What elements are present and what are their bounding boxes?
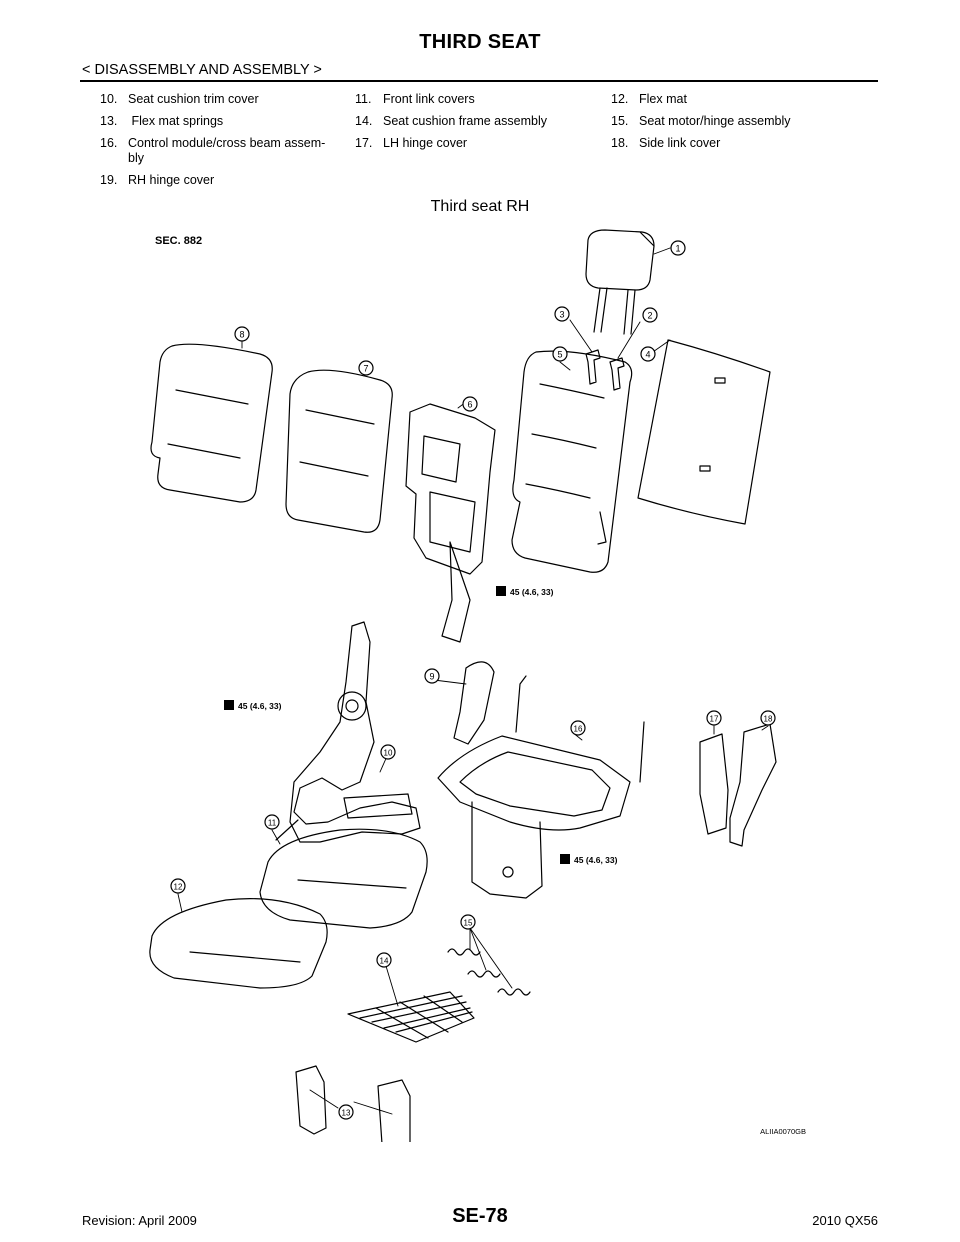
svg-text:45 (4.6, 33): 45 (4.6, 33) (238, 701, 282, 711)
legend-row: 13. Flex mat springs 14.Seat cushion fra… (100, 114, 840, 129)
svg-text:14: 14 (380, 957, 389, 966)
svg-text:1: 1 (675, 244, 680, 254)
revision-date: Revision: April 2009 (82, 1213, 197, 1228)
svg-text:3: 3 (559, 310, 564, 320)
front-link-cover (453, 661, 495, 745)
callout-9: 9 (424, 668, 440, 684)
svg-text:17: 17 (710, 715, 719, 724)
callout-6: 6 (462, 396, 478, 412)
seat-cushion-trim (259, 828, 428, 929)
torque-spec-left: 45 (4.6, 33) (224, 700, 282, 711)
callout-17: 17 (706, 710, 722, 726)
seatback-board (637, 339, 771, 525)
seat-motor-hinge (275, 621, 421, 843)
svg-text:18: 18 (764, 715, 773, 724)
section-code: SEC. 882 (155, 235, 202, 247)
svg-text:7: 7 (363, 364, 368, 374)
seatback-cover-middle (285, 369, 393, 533)
link-covers (295, 1065, 411, 1142)
headrest (585, 229, 655, 335)
seat-cushion-frame (437, 675, 645, 899)
svg-text:16: 16 (574, 725, 583, 734)
callout-12: 12 (170, 878, 186, 894)
svg-text:2: 2 (647, 311, 652, 321)
callout-13: 13 (338, 1104, 354, 1120)
seatback-frame (405, 403, 496, 643)
legend-row: 16.Control module/cross beam assem-bly 1… (100, 136, 840, 166)
hinge-covers (699, 723, 777, 847)
callout-16: 16 (570, 720, 586, 736)
callout-5: 5 (552, 346, 568, 362)
figure-title: Third seat RH (430, 198, 530, 215)
legend-item: 16.Control module/cross beam assem-bly (100, 136, 326, 165)
image-code: ALIIA0070GB (760, 1127, 806, 1136)
flex-mat-springs (447, 948, 531, 996)
torque-spec-lower: 45 (4.6, 33) (560, 854, 618, 865)
callout-15: 15 (460, 914, 476, 930)
legend-item: 14.Seat cushion frame assembly (355, 114, 547, 128)
seatback-cover-left (150, 343, 273, 503)
svg-text:6: 6 (467, 400, 472, 410)
legend-item: 10.Seat cushion trim cover (100, 92, 259, 106)
legend-table: 10.Seat cushion trim cover 11.Front link… (100, 92, 840, 195)
headrest-guides (585, 349, 625, 391)
svg-text:45 (4.6, 33): 45 (4.6, 33) (510, 587, 554, 597)
legend-item: 19.RH hinge cover (100, 173, 215, 187)
svg-text:45 (4.6, 33): 45 (4.6, 33) (574, 855, 618, 865)
legend-row: 10.Seat cushion trim cover 11.Front link… (100, 92, 840, 107)
seatback-trim (511, 350, 633, 573)
svg-text:15: 15 (464, 919, 473, 928)
callout-7: 7 (358, 360, 374, 376)
flex-mat (149, 898, 328, 989)
legend-item: 12.Flex mat (611, 92, 687, 106)
svg-text:8: 8 (239, 330, 244, 340)
legend-item: 13. Flex mat springs (100, 114, 224, 128)
header-rule (80, 80, 878, 82)
legend-row: 19.RH hinge cover (100, 173, 840, 188)
page-number: SE-78 (452, 1205, 508, 1227)
model-year: 2010 QX56 (812, 1213, 878, 1228)
exploded-diagram: SEC. 882 (130, 222, 830, 1142)
cushion-frame-grid (347, 991, 475, 1043)
callout-11: 11 (264, 814, 280, 830)
callout-3: 3 (554, 306, 570, 322)
callout-18: 18 (760, 710, 776, 726)
svg-text:12: 12 (174, 883, 183, 892)
page-title: THIRD SEAT (419, 31, 541, 53)
callout-14: 14 (376, 952, 392, 968)
svg-text:9: 9 (429, 672, 434, 682)
legend-item: 11.Front link covers (355, 92, 475, 106)
svg-text:11: 11 (268, 819, 277, 828)
legend-item: 15.Seat motor/hinge assembly (611, 114, 791, 128)
torque-spec-upper: 45 (4.6, 33) (496, 586, 554, 597)
svg-text:4: 4 (645, 350, 650, 360)
callout-10: 10 (380, 744, 396, 760)
callout-4: 4 (640, 346, 656, 362)
callout-2: 2 (642, 307, 658, 323)
callout-8: 8 (234, 326, 250, 342)
callout-1: 1 (670, 240, 686, 256)
breadcrumb: < DISASSEMBLY AND ASSEMBLY > (82, 62, 322, 78)
svg-text:10: 10 (384, 749, 393, 758)
svg-text:13: 13 (342, 1109, 351, 1118)
legend-item: 17.LH hinge cover (355, 136, 468, 150)
svg-text:5: 5 (557, 350, 562, 360)
legend-item: 18.Side link cover (611, 136, 721, 150)
callout-leaders (177, 247, 769, 1115)
